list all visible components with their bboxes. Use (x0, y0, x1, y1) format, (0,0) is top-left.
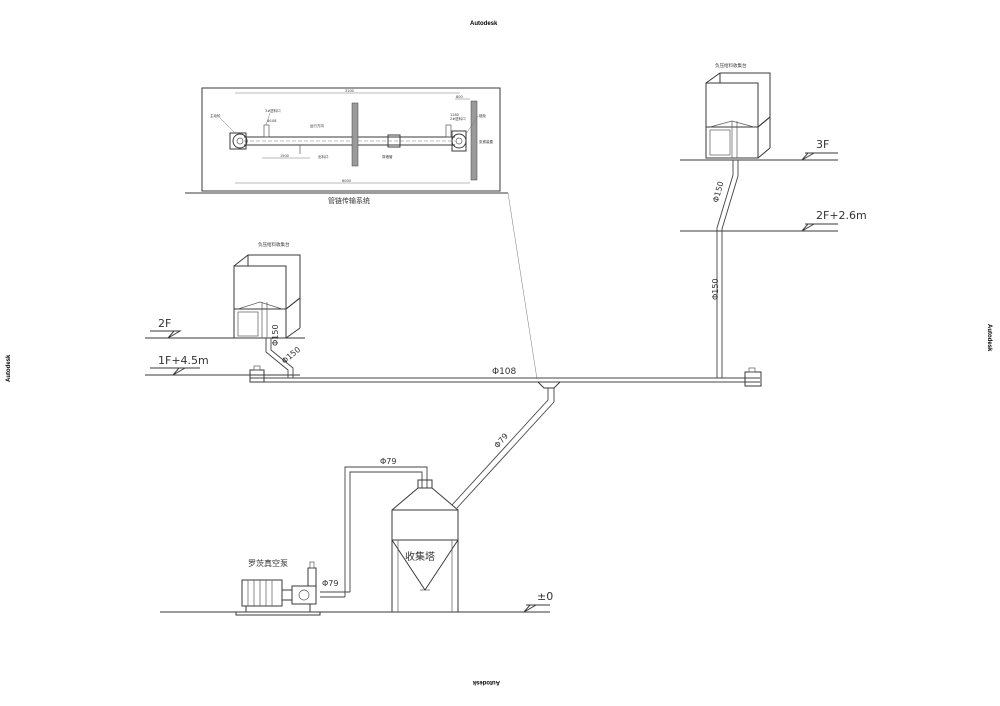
level-1f-plus-label: 1F+4.5m (158, 354, 209, 367)
pipe-pump-line-label: Φ79 (322, 579, 338, 588)
collection-tower: 收集塔 (391, 479, 459, 612)
inset-dim-top: 3100 (345, 89, 354, 93)
pipe-top-tower-label: Φ79 (380, 457, 396, 466)
level-2f-plus-label: 2F+2.6m (816, 209, 867, 222)
feed-station-lower-title: 负压给料收集台 (258, 241, 290, 248)
pump-label: 罗茨真空泵 (248, 558, 288, 568)
level-zero: ±0 (160, 590, 553, 613)
level-2f-label: 2F (158, 317, 171, 330)
pipe-diag-label: Φ79 (493, 432, 510, 450)
inset-label-in-port: 3#进料口 (265, 108, 281, 113)
inset-label-direction: 运行方向 (310, 123, 324, 128)
level-1f-plus: 1F+4.5m (145, 354, 300, 376)
inset-dim-right-top: 800 (456, 95, 463, 99)
level-3f-label: 3F (816, 138, 829, 151)
inset-label-wall-tube: 穿墙管 (382, 154, 393, 159)
inset-label-drive: 链轮 (479, 113, 487, 118)
pipe-main-label: Φ108 (492, 367, 517, 377)
level-zero-label: ±0 (537, 590, 553, 603)
level-2f: 2F (145, 317, 305, 339)
inset-label-dia: Φ108 (267, 119, 276, 123)
inset-dim-mid: 1500 (280, 154, 289, 158)
inset-label-tension: 张紧装置 (479, 139, 493, 144)
pipe-left-a-label: Φ150 (271, 324, 280, 346)
watermark-right: Autodesk (986, 324, 992, 352)
inset-label-motor: 主动轮 (210, 113, 221, 118)
level-3f: 3F (680, 138, 838, 161)
pipe-riser-right-label: Φ150 (711, 278, 720, 300)
inset-caption: 管链传输系统 (328, 196, 370, 205)
watermark-top: Autodesk (470, 21, 498, 27)
feed-station-upper-title: 负压给料收集台 (715, 62, 747, 69)
inset-dim-right-small: 1260 (450, 113, 459, 117)
pipe-network: Φ108 Φ150 Φ150 Φ150 Φ150 Φ79 Φ79 Φ79 (249, 160, 762, 598)
roots-pump: 罗茨真空泵 (235, 558, 321, 616)
inset-chain-conveyor: 3100 6000 1500 800 1260 主动轮 3#进料口 Φ108 (185, 87, 538, 380)
feed-station-upper: 负压给料收集台 (705, 62, 771, 159)
pipe-riser-upper-label: Φ150 (711, 180, 725, 203)
watermark-bottom: Autodesk (472, 679, 500, 685)
pipe-left-b-label: Φ150 (280, 345, 302, 366)
inset-dim-bottom: 6000 (342, 179, 351, 183)
level-2f-plus: 2F+2.6m (680, 209, 867, 232)
tower-label: 收集塔 (405, 550, 435, 563)
inset-label-right-in: 2#进料口 (450, 116, 466, 121)
watermark-left: Autodesk (6, 354, 12, 382)
inset-label-outlet: 出料口 (318, 154, 329, 159)
feed-station-lower: 负压给料收集台 (233, 241, 301, 339)
